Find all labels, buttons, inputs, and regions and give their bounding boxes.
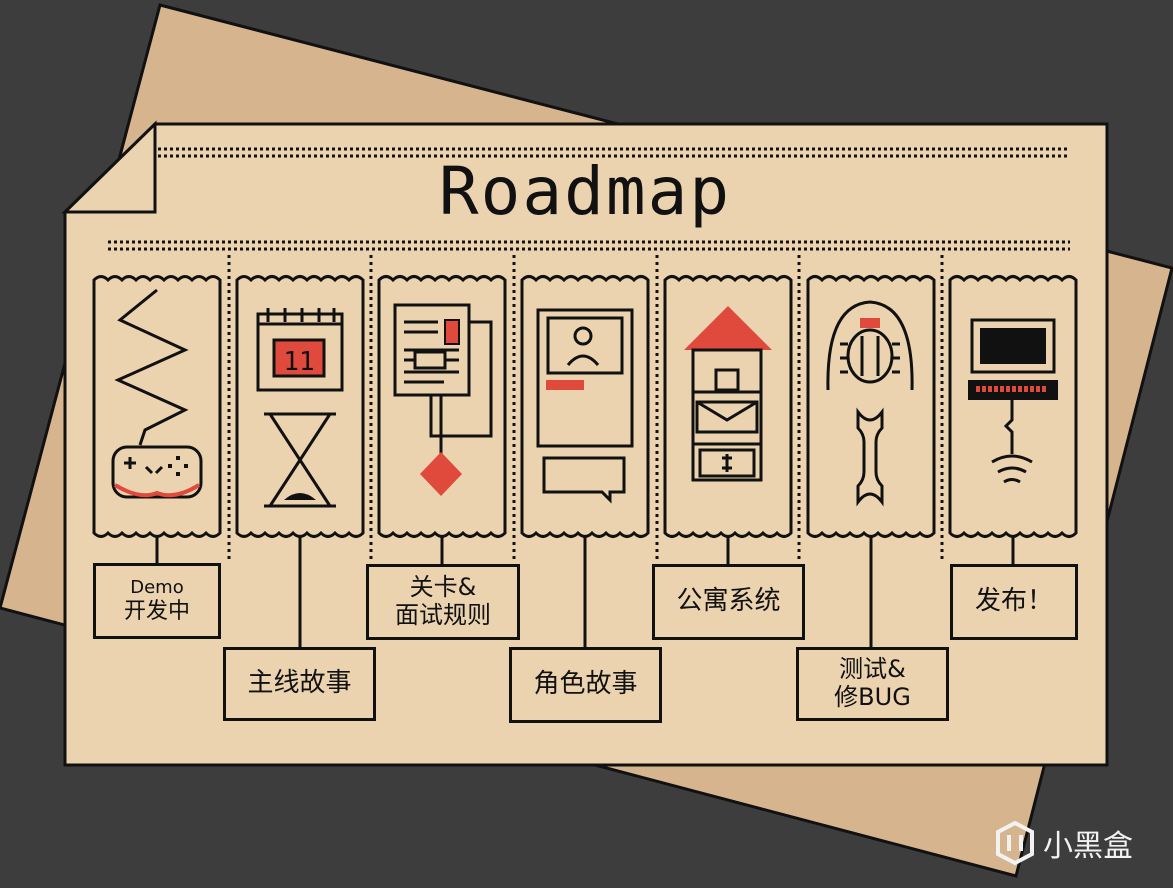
milestone-label: 测试&修BUG: [796, 647, 949, 721]
milestone-label: 发布！: [950, 564, 1078, 640]
page-title: Roadmap: [438, 153, 732, 230]
milestone-label-line: Demo: [130, 577, 184, 598]
milestone-label: 角色故事: [509, 647, 662, 723]
milestone-label-line: 发布！: [974, 586, 1053, 617]
watermark-text: 小黑盒: [1043, 829, 1133, 864]
milestone-label: 公寓系统: [652, 564, 805, 640]
milestone-label-line: 开发中: [123, 598, 190, 624]
milestone-label-line: 面试规则: [395, 601, 491, 629]
ticket-outline: [806, 275, 936, 538]
milestone-label-line: 角色故事: [533, 669, 638, 700]
watermark: 小黑盒: [995, 818, 1155, 868]
milestone-ticket: [92, 275, 222, 563]
document-diamond-icon: [393, 303, 493, 496]
gamepad-icon: [111, 288, 203, 499]
computer-signal-icon: [968, 318, 1058, 484]
bug-wrench-icon: [826, 300, 914, 507]
milestone-label-line: 关卡&: [409, 573, 477, 602]
milestone-ticket: [806, 275, 936, 647]
milestone-label-line: 测试&: [839, 655, 906, 684]
milestone-label-line: 修BUG: [834, 683, 911, 711]
xiaoheihe-logo-icon: [996, 821, 1034, 865]
milestone-label-line: 公寓系统: [676, 586, 781, 617]
milestone-label: 关卡&面试规则: [366, 564, 520, 640]
portrait-speech-icon: [536, 308, 634, 504]
milestone-label: 主线故事: [223, 647, 376, 721]
calendar-hourglass-icon: 11: [256, 308, 344, 508]
milestone-label-line: 主线故事: [247, 668, 352, 699]
folded-corner: [61, 120, 157, 214]
house-mail-money-icon: [684, 306, 772, 482]
calendar-day-number: 11: [283, 347, 314, 377]
